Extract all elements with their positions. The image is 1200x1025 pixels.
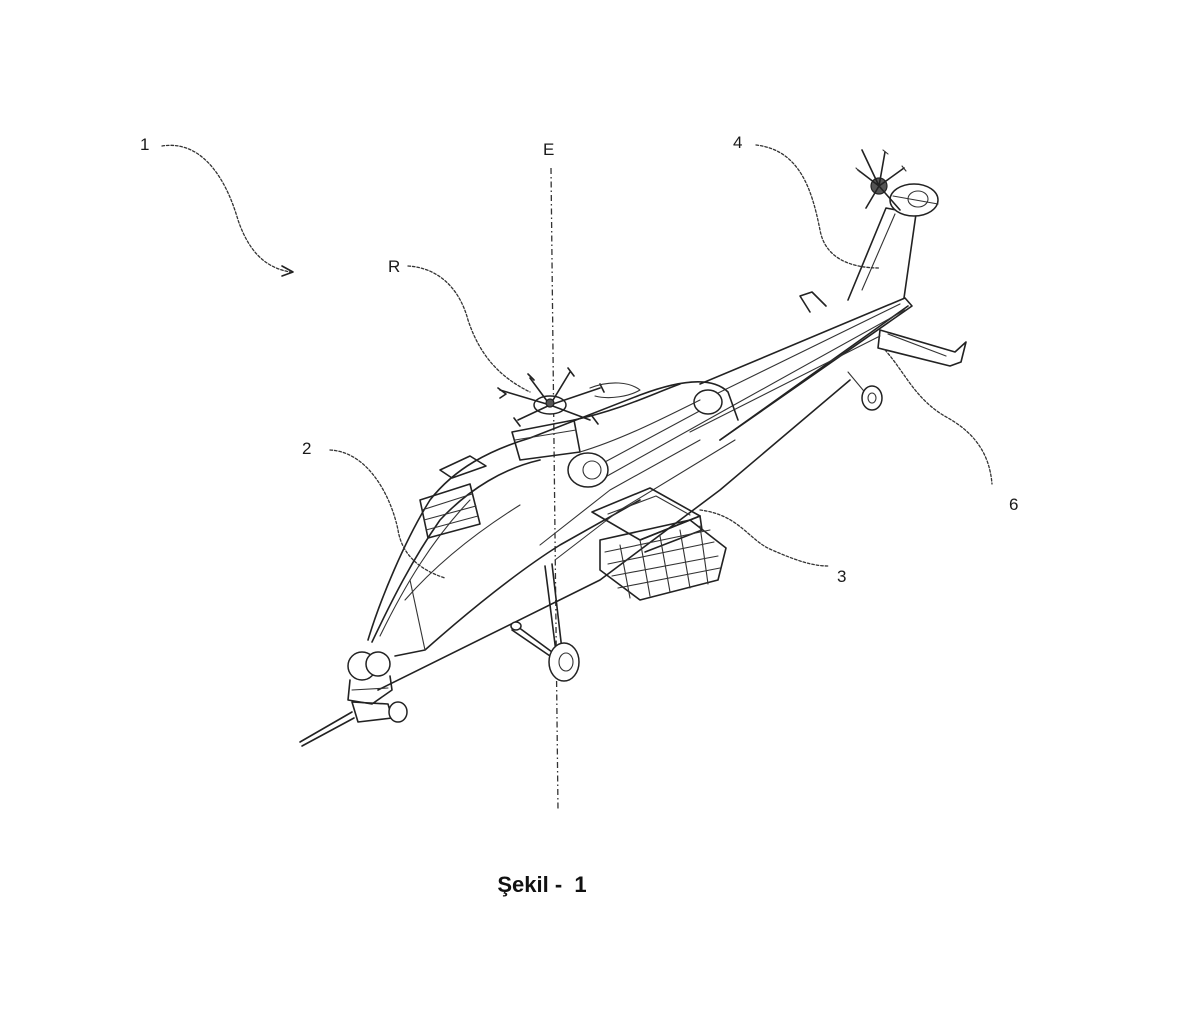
fuselage [367,379,851,691]
leader-line-3 [699,509,829,567]
rotation-axis-e [550,167,559,811]
leader-line-4 [755,144,881,269]
stub-wing [591,487,703,553]
rocket-pod [419,483,727,601]
tail-boom [689,297,913,441]
tail-fin [847,183,939,301]
label-e: E [543,140,554,159]
leader-line-2 [329,449,446,579]
label-1: 1 [140,135,149,154]
nose-cannon [299,701,408,747]
nose-sensor [347,651,393,705]
label-r: R [388,257,400,276]
tail-rotor [855,149,907,211]
figure-caption: Şekil - 1 [497,872,587,897]
leader-line-r [407,265,531,393]
main-landing-gear [510,563,580,682]
horizontal-stabilizer [799,291,967,367]
leader-arrow-1 [281,265,294,277]
tail-wheel [847,371,883,411]
leader-line-6 [884,349,993,485]
leader-line-1 [161,144,291,273]
label-3: 3 [837,567,846,586]
main-rotor-hub [497,367,641,427]
label-4: 4 [733,133,742,152]
label-2: 2 [302,439,311,458]
label-6: 6 [1009,495,1018,514]
